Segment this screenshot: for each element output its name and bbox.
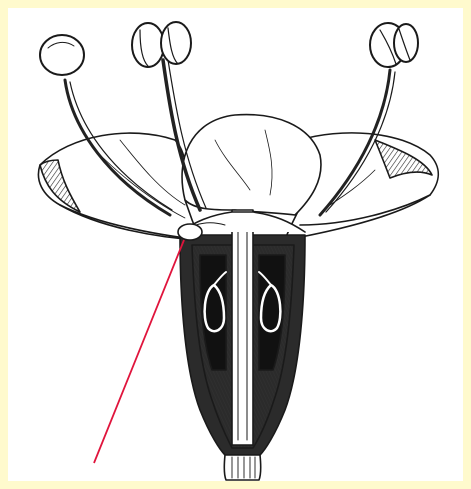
nectary-gland bbox=[178, 224, 202, 240]
right-anther bbox=[370, 23, 418, 67]
flower-section-illustration bbox=[8, 8, 463, 481]
left-anther bbox=[40, 35, 84, 75]
pointer-line bbox=[94, 240, 184, 463]
central-column bbox=[232, 210, 253, 445]
